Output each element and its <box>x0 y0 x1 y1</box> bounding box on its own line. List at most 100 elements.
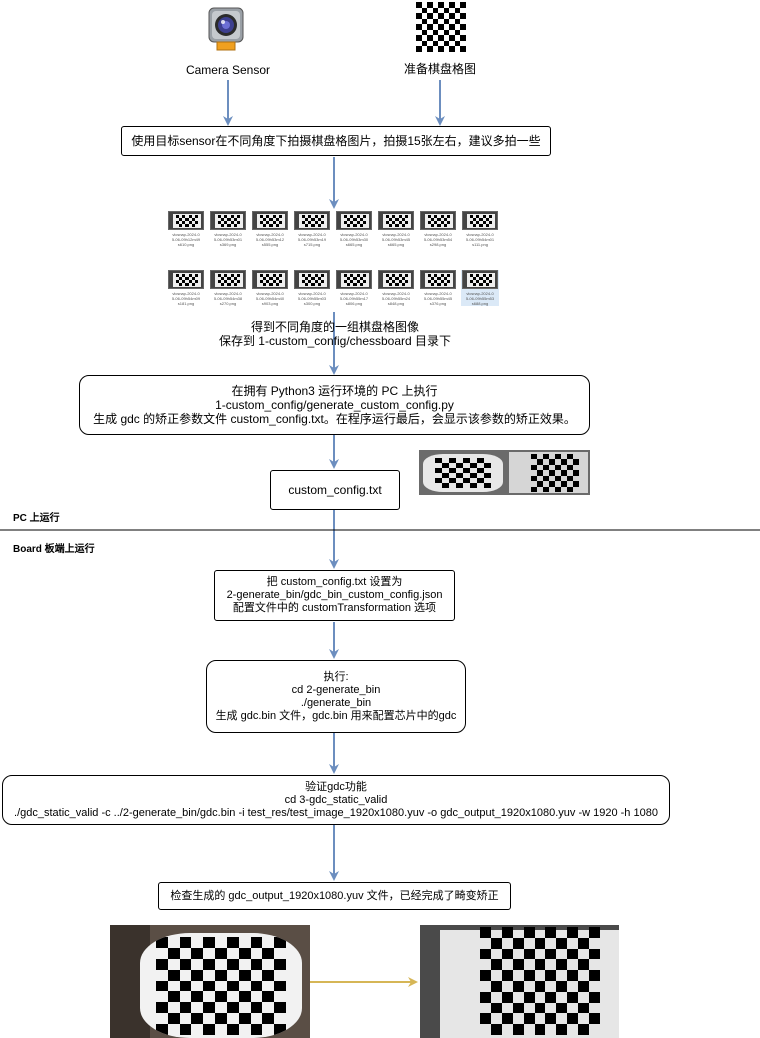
thumbnail-filename: s369.png <box>219 242 237 247</box>
result-line-2: 保存到 1-custom_config/chessboard 目录下 <box>218 334 452 348</box>
set-config-step-box: 把 custom_config.txt 设置为 2-generate_bin/g… <box>214 570 455 621</box>
set-line-3: 配置文件中的 customTransformation 选项 <box>232 602 437 614</box>
section-board-label: Board 板端上运行 <box>13 544 95 555</box>
section-pc-label: PC 上运行 <box>13 513 60 524</box>
chessboard-label: 准备棋盘格图 <box>403 62 476 76</box>
run-line-1: 在拥有 Python3 运行环境的 PC 上执行 <box>231 384 438 398</box>
camera-icon <box>207 6 245 52</box>
thumbnail-filename: s806.png <box>345 301 363 306</box>
verify-line-2: cd 3-gdc_static_valid <box>284 793 388 806</box>
thumbnail-image <box>462 270 498 289</box>
thumbnail-filename: vlcsnap-2024-0 <box>298 232 326 237</box>
thumbnail-filename: 5-06-09h54m01 <box>465 237 495 242</box>
exec-line-2: cd 2-generate_bin <box>291 683 381 696</box>
thumbnail-filename: 5-06-09h55m45 <box>423 296 453 301</box>
result-caption: 得到不同角度的一组棋盘格图像 保存到 1-custom_config/chess… <box>200 320 470 348</box>
thumbnail-filename: vlcsnap-2024-0 <box>382 291 410 296</box>
thumbnail-image <box>420 211 456 230</box>
thumbnail-filename: vlcsnap-2024-0 <box>298 291 326 296</box>
corrected-photo <box>420 925 619 1038</box>
thumbnail-image <box>336 211 372 230</box>
capture-step-text: 使用目标sensor在不同角度下拍摄棋盘格图片，拍摄15张左右，建议多拍一些 <box>131 133 541 148</box>
thumbnail-filename: vlcsnap-2024-0 <box>424 232 452 237</box>
run-line-3: 生成 gdc 的矫正参数文件 custom_config.txt。在程序运行最后… <box>93 412 576 426</box>
camera-label: Camera Sensor <box>185 63 271 77</box>
thumbnail-filename: s300.png <box>303 301 321 306</box>
thumbnail-image <box>210 211 246 230</box>
run-line-2: 1-custom_config/generate_custom_config.p… <box>215 398 454 412</box>
config-file-text: custom_config.txt <box>288 482 382 497</box>
distorted-chessboard <box>140 933 302 1038</box>
exec-line-4: 生成 gdc.bin 文件，gdc.bin 用来配置芯片中的gdc <box>215 709 457 722</box>
thumbnail-filename: s610.png <box>177 242 195 247</box>
thumbnail-image <box>168 270 204 289</box>
thumbnail-filename: 5-06-09h55m03 <box>297 296 327 301</box>
thumbnail-filename: s688.png <box>471 301 489 306</box>
thumbnail-filename: 5-06-09h55m24 <box>381 296 411 301</box>
exec-line-3: ./generate_bin <box>300 696 372 709</box>
distorted-photo <box>110 925 310 1038</box>
thumbnail-filename: s903.png <box>261 301 279 306</box>
thumbnail-filename: s181.png <box>177 301 195 306</box>
result-line-1: 得到不同角度的一组棋盘格图像 <box>250 320 419 334</box>
thumbnail-filename: 5-06-09h53m19 <box>297 237 327 242</box>
thumbnail-filename: s555.png <box>261 242 279 247</box>
verify-step-box: 验证gdc功能 cd 3-gdc_static_valid ./gdc_stat… <box>2 775 670 825</box>
thumbnail-filename: vlcsnap-2024-0 <box>424 291 452 296</box>
thumbnail-image <box>378 270 414 289</box>
preview-distorted <box>423 454 503 492</box>
run-script-step-box: 在拥有 Python3 运行环境的 PC 上执行 1-custom_config… <box>79 375 590 435</box>
thumbnail-image <box>210 270 246 289</box>
thumbnail-filename: 5-06-09h54m09 <box>171 296 201 301</box>
thumbnail-filename: s665.png <box>345 242 363 247</box>
thumbnail-filename: vlcsnap-2024-0 <box>214 232 242 237</box>
thumbnail-filename: s298.png <box>429 242 447 247</box>
thumbnail-filename: vlcsnap-2024-0 <box>172 291 200 296</box>
thumbnail-image <box>420 270 456 289</box>
thumbnail-filename: s270.png <box>219 301 237 306</box>
thumbnail-filename: 5-06-09h53m30 <box>339 237 369 242</box>
thumbnail-filename: 5-06-09h54m40 <box>255 296 285 301</box>
verify-line-3: ./gdc_static_valid -c ../2-generate_bin/… <box>14 806 658 819</box>
set-line-2: 2-generate_bin/gdc_bin_custom_config.jso… <box>226 589 443 601</box>
thumbnail-filename: vlcsnap-2024-0 <box>256 232 284 237</box>
thumbnail-filename: vlcsnap-2024-0 <box>466 291 494 296</box>
thumbnail-image <box>294 270 330 289</box>
chessboard-icon <box>416 2 466 52</box>
thumbnail-filename: 5-06-09h12m49 <box>171 237 201 242</box>
verify-line-1: 验证gdc功能 <box>305 780 367 793</box>
thumbnail-filename: vlcsnap-2024-0 <box>466 232 494 237</box>
thumbnail-image <box>294 211 330 230</box>
thumbnail-image <box>378 211 414 230</box>
thumbnail-filename: 5-06-09h53m54 <box>423 237 453 242</box>
thumbnail-filename: vlcsnap-2024-0 <box>256 291 284 296</box>
thumbnail-filename: 5-06-09h54m38 <box>213 296 243 301</box>
correction-preview-image <box>419 450 590 495</box>
exec-line-1: 执行: <box>323 670 349 683</box>
thumbnail-filename: s376.png <box>429 301 447 306</box>
thumbnail-filename: vlcsnap-2024-0 <box>340 232 368 237</box>
set-line-1: 把 custom_config.txt 设置为 <box>266 576 403 588</box>
thumbnail-filename: s715.png <box>303 242 321 247</box>
preview-corrected <box>509 452 588 493</box>
corrected-chessboard <box>480 927 602 1035</box>
capture-step-box: 使用目标sensor在不同角度下拍摄棋盘格图片，拍摄15张左右，建议多拍一些 <box>121 126 551 156</box>
